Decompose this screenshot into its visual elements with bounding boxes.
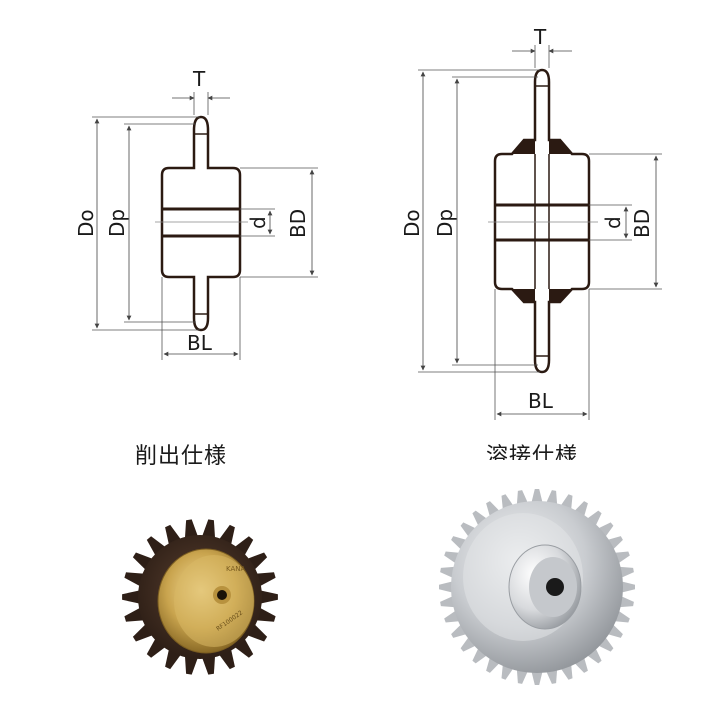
right-t-label: T [533, 25, 547, 49]
right-bl-label: BL [528, 389, 554, 413]
sprocket-tooth [586, 647, 602, 664]
sprocket-tooth [259, 590, 278, 604]
right-sprocket-photo [439, 489, 635, 685]
left-bd-label: BD [286, 209, 310, 238]
left-sprocket-drawing: T Do Dp d BD BL [74, 67, 318, 360]
sprocket-tooth [531, 670, 543, 685]
left-sprocket-outline [160, 115, 242, 332]
sprocket-tooth [460, 522, 477, 538]
sprocket-tooth [618, 566, 634, 579]
sprocket-tooth [618, 595, 634, 608]
left-brand-mark: KANA [226, 565, 245, 573]
left-dp-label: Dp [105, 209, 129, 237]
sprocket-tooth [184, 655, 199, 675]
sprocket-tooth [472, 647, 488, 664]
left-bl-label: BL [187, 331, 213, 355]
sprocket-tooth [472, 510, 488, 527]
right-sprocket-drawing: T Do Dp d BD BL [400, 25, 662, 420]
sprocket-tooth [620, 581, 635, 593]
sprocket-tooth [545, 668, 558, 684]
sprocket-tooth [586, 510, 602, 527]
sprocket-tooth [597, 636, 614, 652]
sprocket-tooth [440, 595, 456, 608]
right-bore-hole [546, 578, 564, 596]
caption-welded-type: 溶接仕様 [486, 444, 579, 460]
sprocket-tooth [440, 566, 456, 579]
right-do-label: Do [400, 209, 424, 237]
sprocket-tooth [122, 590, 141, 604]
left-sprocket-photo: KANA RF100022 [122, 519, 278, 675]
right-d-label: d [601, 216, 625, 229]
sprocket-tooth [201, 655, 216, 675]
sprocket-tooth [460, 636, 477, 652]
sprocket-tooth [184, 519, 199, 539]
caption-machined-type: 削出仕様 [135, 444, 228, 469]
sprocket-tooth [597, 522, 614, 538]
left-t-label: T [192, 67, 206, 91]
left-do-label: Do [74, 209, 98, 237]
sprocket-tooth [516, 668, 529, 684]
sprocket-tooth [516, 490, 529, 506]
right-sprocket-outline [493, 68, 591, 374]
left-d-label: d [246, 216, 270, 229]
right-dp-label: Dp [433, 209, 457, 237]
left-bore-hole [217, 590, 227, 600]
sprocket-tooth [545, 490, 558, 506]
right-bd-label: BD [630, 209, 654, 238]
sprocket-tooth [531, 489, 543, 504]
sprocket-tooth [439, 581, 454, 593]
sprocket-tooth [201, 519, 216, 539]
